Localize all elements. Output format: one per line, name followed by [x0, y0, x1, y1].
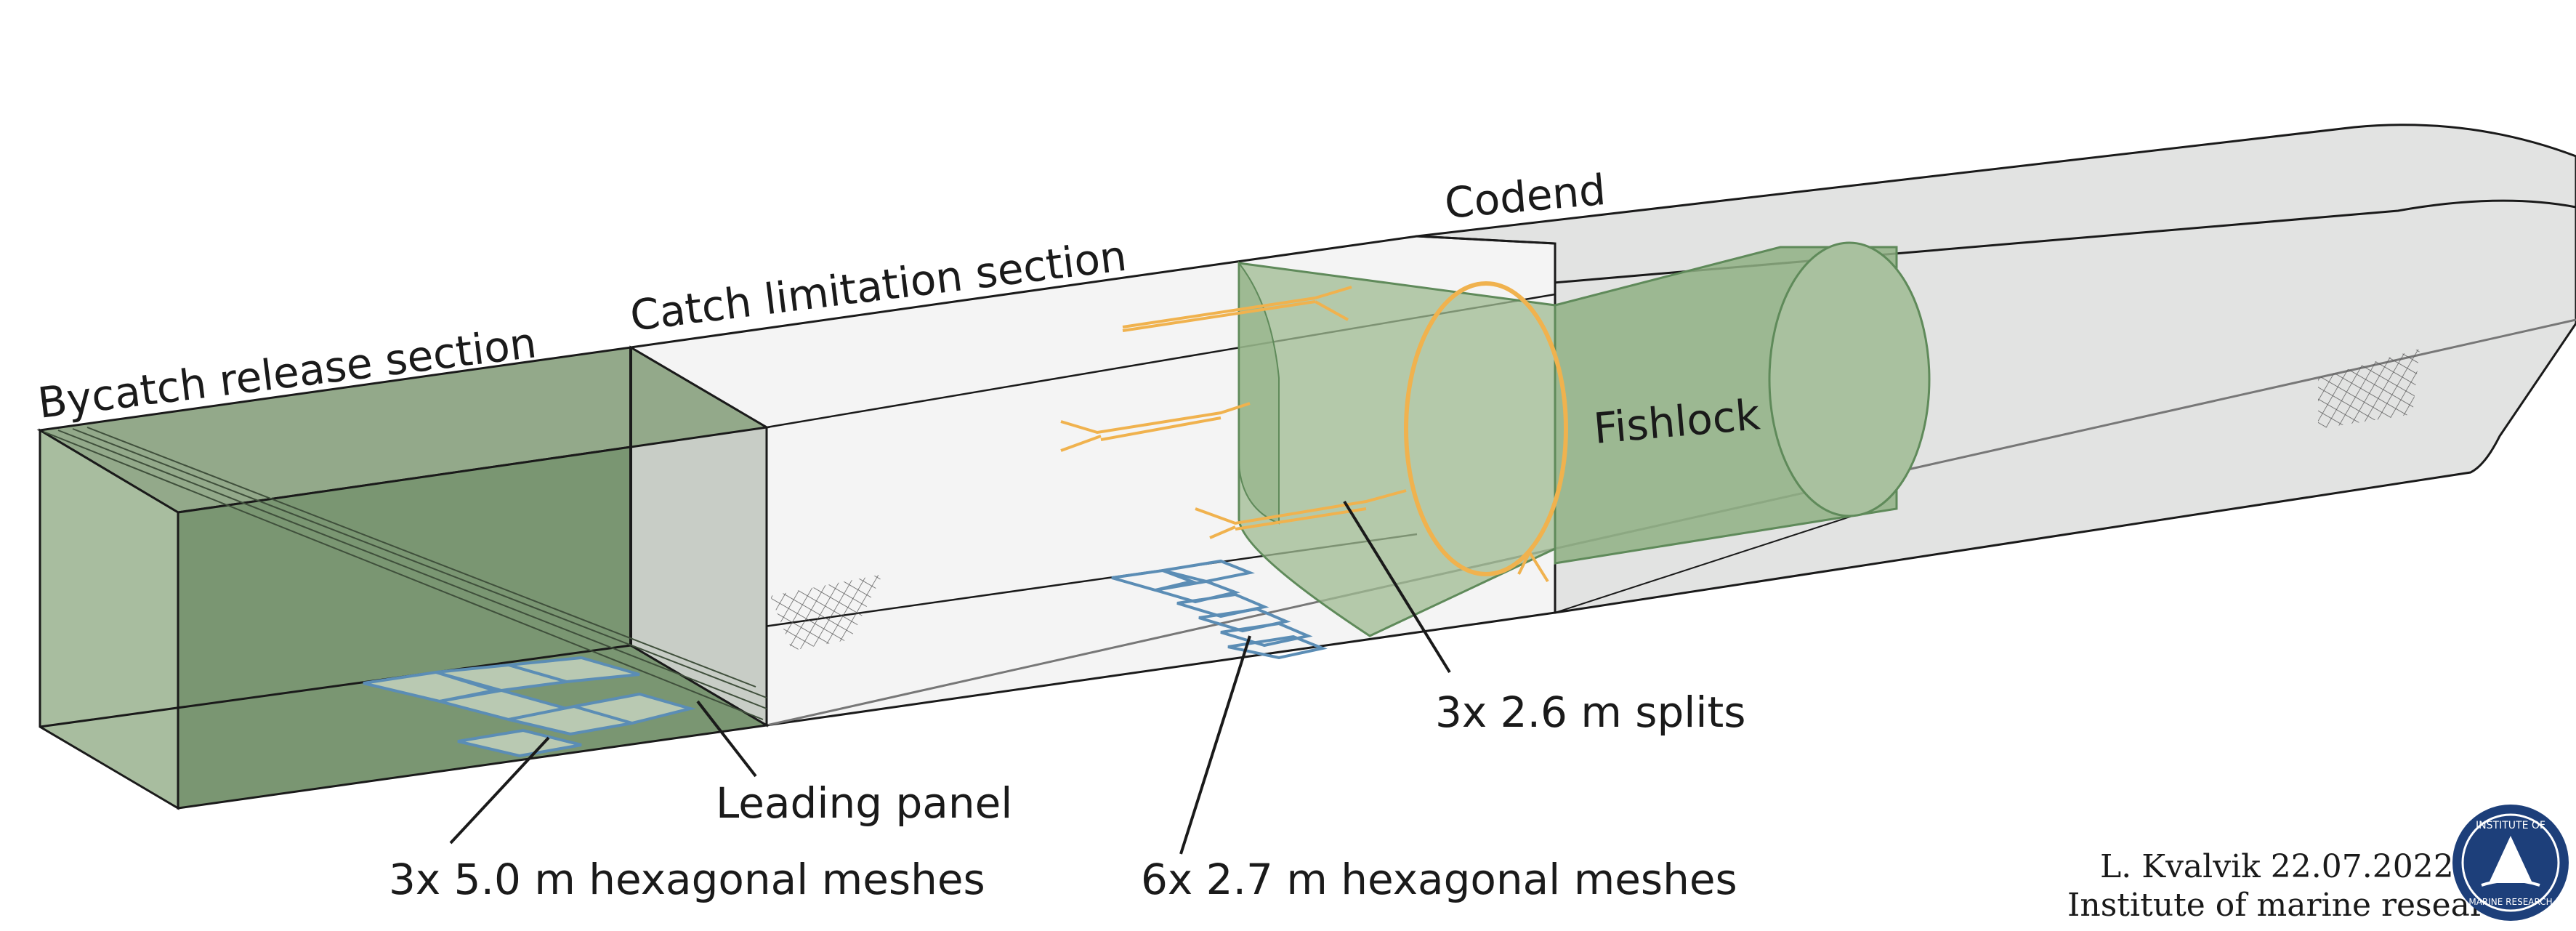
svg-text:INSTITUTE OF: INSTITUTE OF — [2476, 820, 2545, 831]
hexagonal-meshes-large — [363, 656, 696, 758]
small-mesh-label: 6x 2.7 m hexagonal meshes — [1141, 855, 1737, 904]
fishlock-funnel — [1237, 241, 1931, 637]
splits-icon — [1060, 286, 1549, 583]
splits-label: 3x 2.6 m splits — [1435, 688, 1746, 737]
leader-lines — [449, 500, 1451, 855]
institute-name: Institute of marine research — [2067, 887, 2524, 924]
author-date: L. Kvalvik 22.07.2022 — [2100, 848, 2454, 885]
svg-text:MARINE RESEARCH: MARINE RESEARCH — [2468, 897, 2552, 907]
institute-logo-icon: INSTITUTE OF MARINE RESEARCH — [2452, 805, 2569, 921]
leading-panel-label: Leading panel — [716, 778, 1012, 828]
hexagonal-meshes-small — [1111, 559, 1328, 660]
bycatch-release-box — [36, 345, 770, 810]
large-mesh-label: 3x 5.0 m hexagonal meshes — [389, 855, 985, 904]
